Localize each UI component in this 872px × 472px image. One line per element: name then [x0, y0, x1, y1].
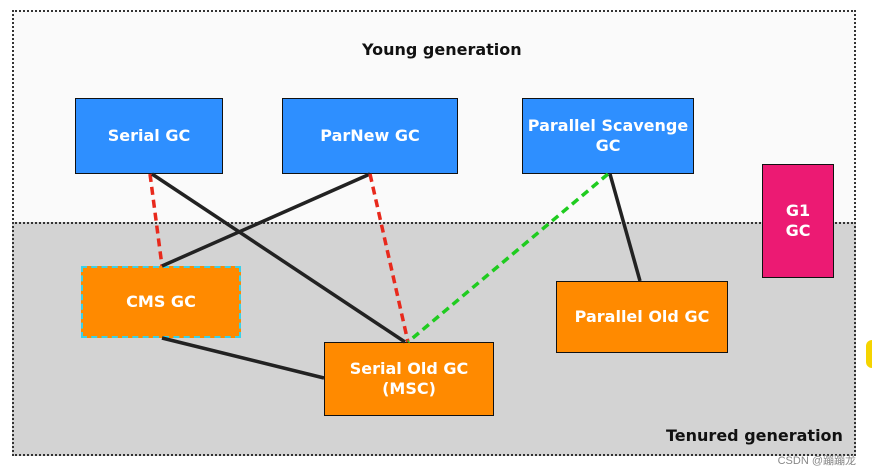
tenured-generation-label: Tenured generation: [666, 426, 843, 445]
serial-old-gc-box: Serial Old GC (MSC): [324, 342, 494, 416]
parnew-gc-box: ParNew GC: [282, 98, 458, 174]
young-generation-label: Young generation: [362, 40, 522, 59]
parallel-scavenge-gc-box: Parallel Scavenge GC: [522, 98, 694, 174]
watermark: CSDN @蹦蹦龙: [777, 455, 856, 467]
serial-gc-box: Serial GC: [75, 98, 223, 174]
g1-gc-box: G1 GC: [762, 164, 834, 278]
tenured-generation-region: [12, 222, 856, 456]
parallel-old-gc-box: Parallel Old GC: [556, 281, 728, 353]
side-marker: [866, 340, 872, 368]
cms-gc-box: CMS GC: [81, 266, 241, 338]
